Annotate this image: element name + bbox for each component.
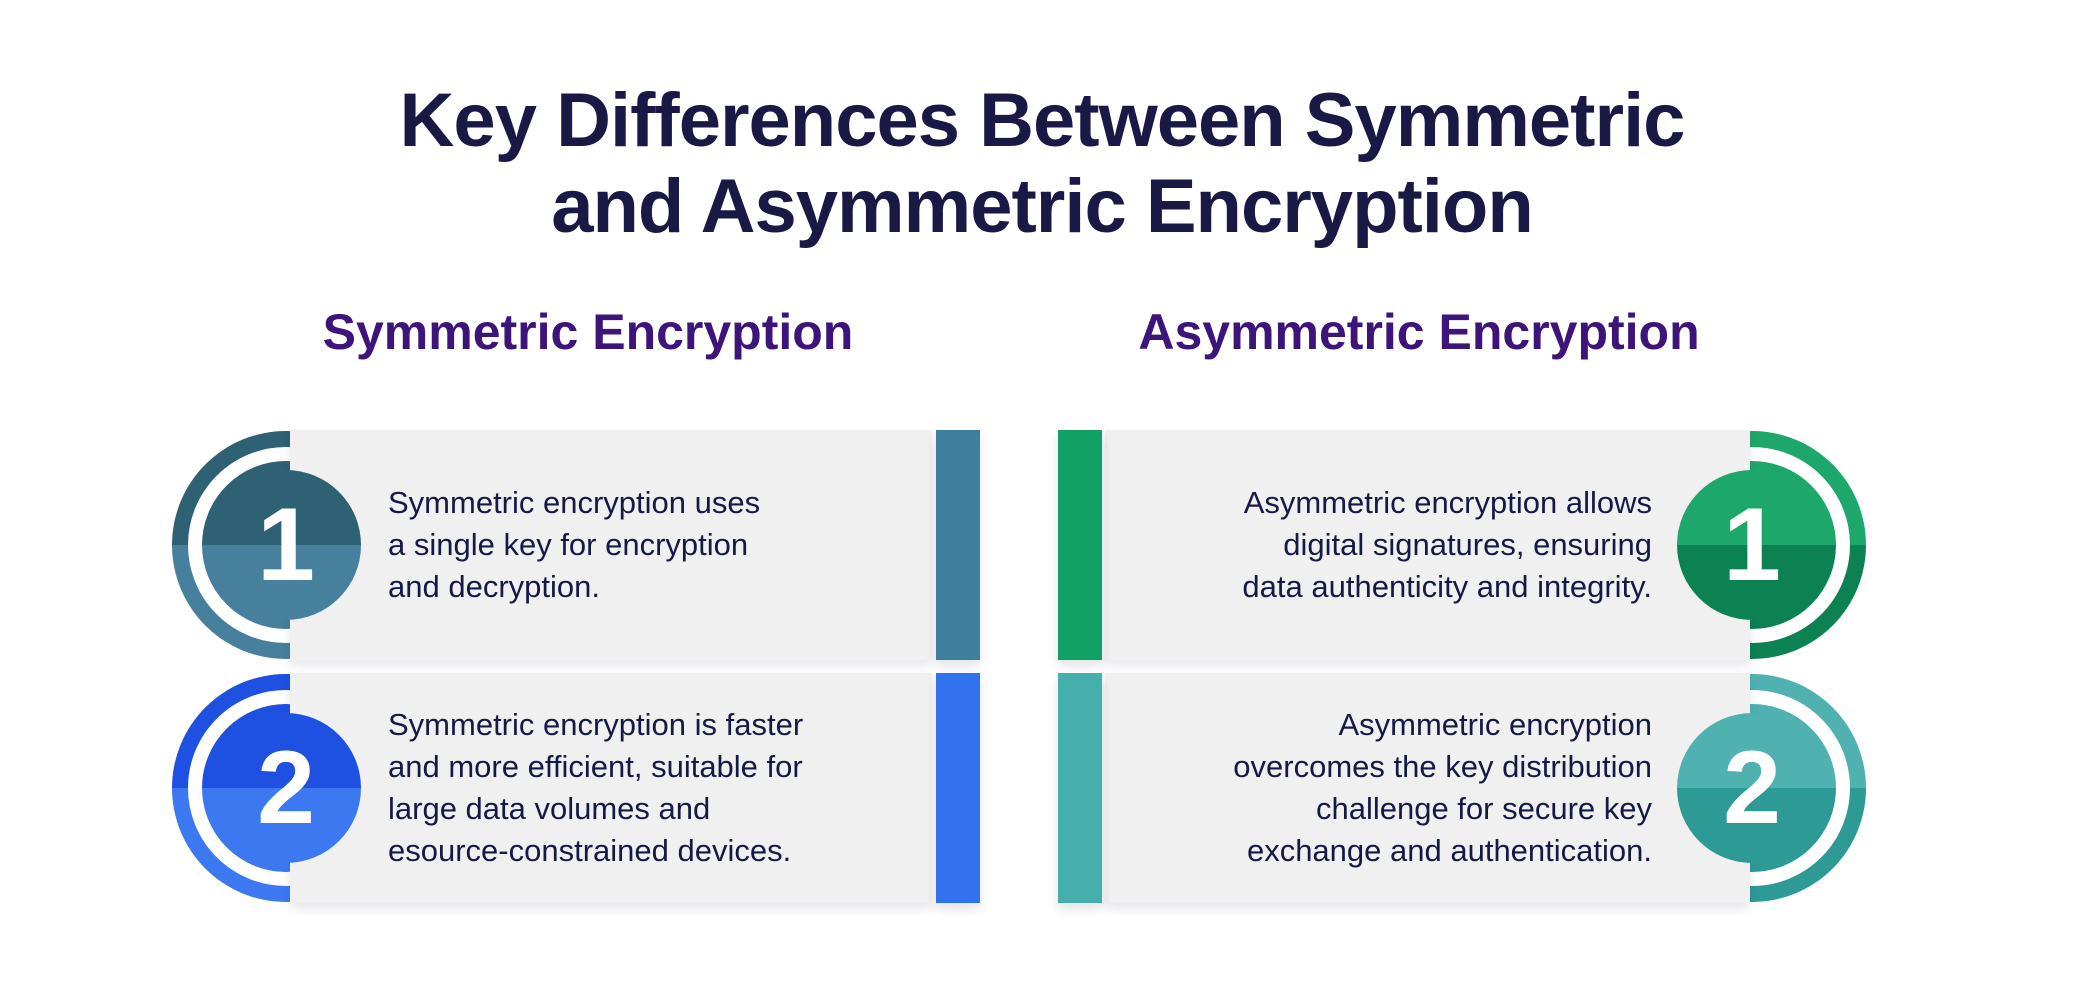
item-number: 2 xyxy=(1723,730,1781,846)
item-text: Symmetric encryption is faster and more … xyxy=(388,707,804,868)
column-header-symmetric: Symmetric Encryption xyxy=(322,304,854,360)
number-circle: 1 xyxy=(1677,470,1827,620)
accent-bar xyxy=(936,673,980,903)
card-symmetric-1: 1 Symmetric encryption uses a single key… xyxy=(172,430,980,660)
card-body xyxy=(1105,673,1750,903)
item-text: Asymmetric encryption allows digital sig… xyxy=(1242,485,1652,604)
item-number: 2 xyxy=(257,730,315,846)
card-body xyxy=(1105,430,1750,660)
accent-bar xyxy=(936,430,980,660)
number-circle: 2 xyxy=(211,713,361,863)
card-asymmetric-2: 2 Asymmetric encryption overcomes the ke… xyxy=(1058,673,1868,903)
item-text: Asymmetric encryption overcomes the key … xyxy=(1233,707,1652,868)
column-header-asymmetric: Asymmetric Encryption xyxy=(1138,304,1700,360)
accent-bar xyxy=(1058,673,1102,903)
item-number: 1 xyxy=(1723,487,1781,603)
accent-bar xyxy=(1058,430,1102,660)
card-symmetric-2: 2 Symmetric encryption is faster and mor… xyxy=(172,673,980,903)
item-number: 1 xyxy=(257,487,315,603)
card-asymmetric-1: 1 Asymmetric encryption allows digital s… xyxy=(1058,430,1868,660)
card-body xyxy=(290,673,932,903)
number-circle: 1 xyxy=(211,470,361,620)
card-body xyxy=(290,430,932,660)
item-text: Symmetric encryption uses a single key f… xyxy=(388,485,761,604)
number-circle: 2 xyxy=(1677,713,1827,863)
page-title: Key Differences Between Symmetric and As… xyxy=(399,78,1686,249)
